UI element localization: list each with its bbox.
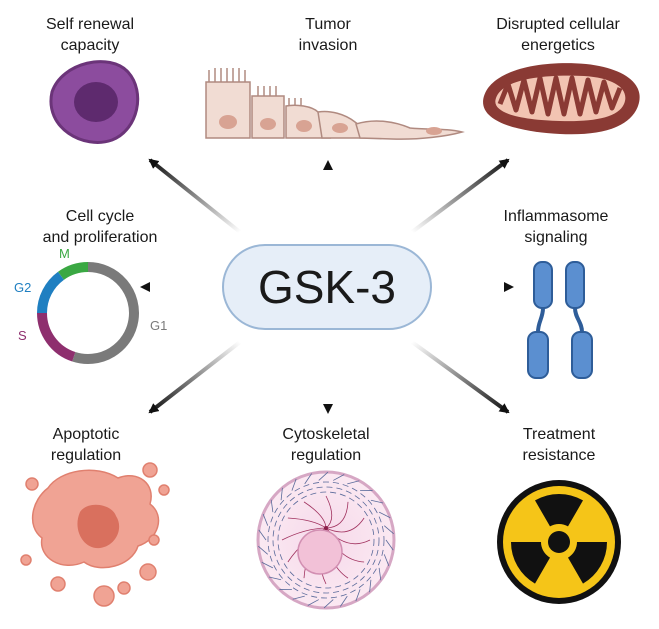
filament <box>270 499 274 513</box>
cell-cycle-arc-m <box>58 262 89 280</box>
stem-cell-icon <box>49 60 140 144</box>
microtubule <box>287 517 327 529</box>
filament <box>355 589 361 602</box>
filament <box>291 478 297 491</box>
filament <box>340 595 348 607</box>
filament <box>318 471 329 481</box>
radiation-blade <box>511 542 550 584</box>
filament <box>292 595 305 600</box>
phase-label-g2: G2 <box>14 280 32 295</box>
actin-ring <box>277 491 375 589</box>
cell-cycle-arc-g2 <box>37 271 65 314</box>
filament <box>262 513 269 526</box>
phase-label-s: S <box>18 328 27 343</box>
arrows <box>140 158 514 414</box>
radiation-blade <box>568 542 607 584</box>
microtubule <box>303 501 327 529</box>
mitochondrion-icon <box>483 63 640 135</box>
filament <box>261 561 274 569</box>
cytoskeleton-icon <box>256 470 396 610</box>
arrow-to-energetics <box>410 158 510 234</box>
filament <box>333 474 345 481</box>
filament <box>304 473 312 485</box>
microtubule <box>325 517 365 533</box>
filament <box>258 529 267 541</box>
filament <box>385 539 394 551</box>
cell-cycle-arc-s <box>37 312 76 362</box>
actin-ring <box>272 486 380 594</box>
gsk3-hub: GSK-3 <box>222 244 432 330</box>
arrow-to-treatment <box>410 340 510 414</box>
radiation-blade <box>535 494 583 527</box>
apoptotic-cell-icon <box>20 462 170 607</box>
filament <box>378 567 382 581</box>
microtubule <box>281 527 327 541</box>
cell-cycle-arc-g1 <box>72 262 139 364</box>
inflammasome-icon <box>527 261 593 379</box>
filament <box>347 480 360 485</box>
filament <box>258 545 269 555</box>
microtubule <box>325 495 333 529</box>
epithelium-icon <box>205 68 465 140</box>
filament <box>369 579 372 593</box>
filament <box>307 599 319 606</box>
filament <box>280 487 283 501</box>
actin-ring <box>267 481 385 599</box>
filament <box>378 511 391 519</box>
phase-label-g1: G1 <box>150 318 168 333</box>
radiation-icon <box>497 480 621 604</box>
filament <box>323 599 334 609</box>
filament <box>370 499 384 504</box>
filament <box>268 576 282 581</box>
filament <box>383 525 394 535</box>
microtubule <box>325 501 349 529</box>
cell-cycle-ring <box>37 262 139 364</box>
filament <box>383 554 390 567</box>
phase-label-m: M <box>59 246 70 261</box>
arrow-to-apoptotic <box>148 340 242 414</box>
arrow-to-self-renewal <box>148 158 242 234</box>
